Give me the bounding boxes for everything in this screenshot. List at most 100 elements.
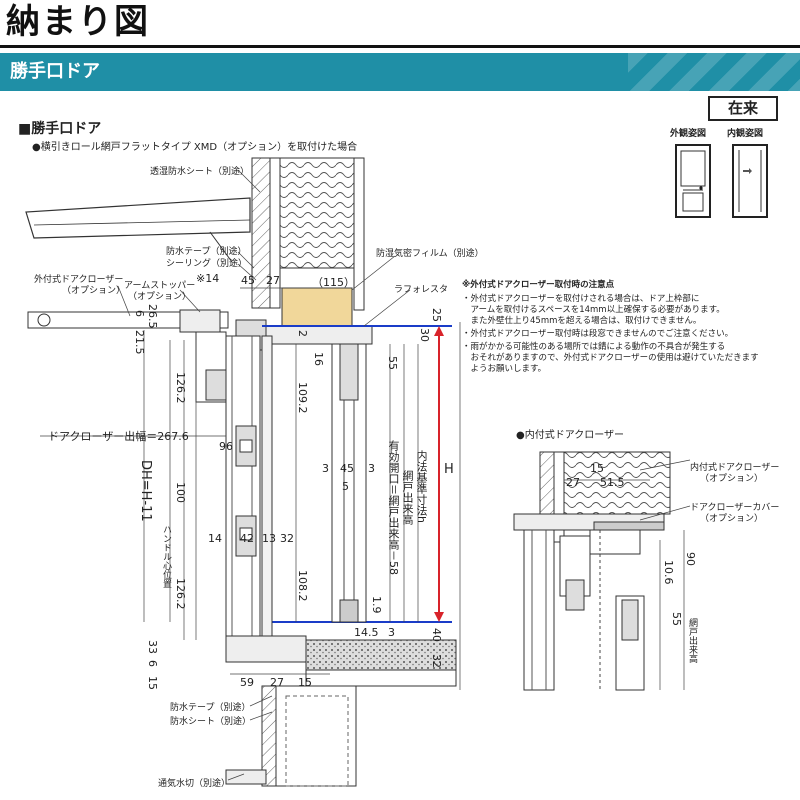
dim-3c: 3 — [388, 626, 395, 639]
inner-dim-55: 55 — [670, 612, 683, 626]
section-subtitle: ●横引きロール網戸フラットタイプ XMD（オプション）を取付けた場合 — [32, 142, 358, 153]
dim-42: 42 — [240, 532, 254, 545]
closer-cover-label: ドアクローザーカバー — [690, 503, 780, 513]
label-closer-projection: ドアクローザー出幅＝267.6 — [48, 430, 189, 443]
label-rafuresta: ラフォレスタ — [394, 285, 449, 295]
dim-15a: 15 — [146, 676, 159, 690]
note-line: ・雨がかかる可能性のある場所では錆による動作の不具合が発生する — [462, 342, 726, 352]
dim-126-2a: 126.2 — [174, 372, 187, 404]
dim-45: 45 — [241, 274, 255, 287]
interior-elevation-icon — [732, 144, 768, 218]
dim-26-5: 26.5 — [146, 304, 159, 329]
dim-59: 59 — [240, 676, 254, 689]
inner-closer-title: ●内付式ドアクローザー — [516, 430, 625, 441]
construction-type-badge: 在来 — [708, 96, 778, 121]
label-waterproof-tape-bottom: 防水テープ（別途） — [170, 703, 251, 713]
dim-6b: 6 — [146, 660, 159, 667]
inner-dim-90: 90 — [684, 552, 697, 566]
dim-32: 32 — [280, 532, 294, 545]
dim-40: 40 — [430, 628, 443, 642]
lower-wall — [225, 685, 357, 787]
exterior-elevation-icon — [675, 144, 711, 218]
label-waterproof-tape-top: 防水テープ（別途） — [166, 247, 247, 257]
dim-32b: 32 — [430, 654, 443, 668]
label-vapor-film: 防湿気密フィルム（別途） — [376, 249, 484, 259]
note-line: ・外付式ドアクローザーを取付けされる場合は、ドア上枠部に — [462, 294, 700, 304]
dim-33: 33 — [146, 640, 159, 654]
dim-108-2: 108.2 — [296, 570, 309, 602]
dim-2: 2 — [296, 330, 309, 337]
page-title: 納まり図 — [6, 2, 150, 42]
section-banner: 勝手口ドア — [0, 53, 800, 91]
label-waterproof-sheet: 防水シート（別途） — [170, 717, 252, 727]
inner-closer-label: 内付式ドアクローザー — [690, 463, 780, 473]
label-effective-opening: 有効開口＝網戸出来高－58 — [387, 440, 400, 575]
section-title: ■勝手口ドア — [18, 121, 102, 137]
inner-closer-option: （オプション） — [700, 474, 764, 484]
dim-21-5: 21.5 — [133, 330, 146, 355]
dim-100: 100 — [174, 482, 187, 503]
label-screen-height: 網戸出来高 — [401, 470, 414, 525]
dim-16: 16 — [312, 352, 325, 366]
label-option-1: （オプション） — [62, 286, 126, 296]
door-sill — [225, 635, 457, 687]
canopy — [25, 197, 251, 263]
label-arm-stopper: アームストッパー — [124, 281, 196, 291]
leader-lines — [117, 169, 411, 781]
banner-stripe-decoration — [628, 53, 800, 91]
dim-6a: 6 — [133, 310, 146, 317]
exterior-view-label: 外観姿図 — [670, 129, 707, 139]
label-breathable-sheet: 透湿防水シート（別途） — [150, 167, 250, 177]
note-14: ※14 — [196, 272, 220, 285]
dim-1-9: 1.9 — [370, 596, 383, 614]
notes-title: ※外付式ドアクローザー取付時の注意点 — [462, 280, 615, 290]
dim-27b: 27 — [270, 676, 284, 689]
dim-3a: 3 — [322, 462, 329, 475]
dim-14-5: 14.5 — [354, 626, 379, 639]
title-divider — [0, 45, 800, 48]
door-closer — [27, 309, 229, 403]
note-line: ・外付式ドアクローザー取付時は段窓できませんのでご注意ください。 — [462, 329, 734, 339]
inner-dim-51-5: 51.5 — [600, 476, 625, 489]
dim-3b: 3 — [368, 462, 375, 475]
closer-cover-option: （オプション） — [700, 514, 764, 524]
dim-25: 25 — [430, 308, 443, 322]
label-sealing: シーリング（別途） — [166, 259, 248, 269]
inner-dim-10-6: 10.6 — [662, 560, 675, 585]
inner-dim-27: 27 — [566, 476, 580, 489]
roll-screen — [331, 343, 367, 623]
label-handle-center: ハンドル心位置 — [161, 525, 171, 588]
door-leaf — [225, 335, 273, 637]
label-door-closer-ext: 外付式ドアクローザー — [34, 275, 124, 285]
h-dimension-arrow — [434, 326, 444, 622]
dim-55: 55 — [386, 356, 399, 370]
interior-view-label: 内観姿図 — [727, 129, 764, 139]
label-drain: 通気水切（別途） — [158, 779, 231, 789]
inner-closer-detail — [513, 451, 691, 691]
banner-title: 勝手口ドア — [10, 61, 100, 82]
dim-96: 96 — [219, 440, 233, 453]
note-line: また外壁仕上り45mmを超える場合は、取付けできません。 — [462, 316, 702, 326]
label-h: H — [444, 462, 454, 477]
dim-13: 13 — [262, 532, 276, 545]
inner-dim-15: 15 — [590, 462, 604, 475]
note-line: おそれがありますので、外付式ドアクローザーの使用は避けていただきます — [462, 353, 759, 363]
note-line: アームを取付けるスペースを14mm以上確保する必要があります。 — [462, 305, 725, 315]
dimension-lines — [40, 287, 461, 690]
dim-14: 14 — [208, 532, 222, 545]
dim-115: （115） — [312, 276, 355, 289]
dim-15b: 15 — [298, 676, 312, 689]
note-line: ようお願いします。 — [462, 364, 547, 374]
exterior-wall — [251, 157, 365, 311]
label-option-2: （オプション） — [128, 292, 192, 302]
inner-screen-height: 網戸出来高 — [687, 618, 697, 663]
dim-30: 30 — [418, 328, 431, 342]
dim-126-2b: 126.2 — [174, 578, 187, 610]
dim-5: 5 — [342, 480, 349, 493]
dim-109-2: 109.2 — [296, 382, 309, 414]
label-dh: DH=H-11 — [138, 460, 153, 522]
dim-45b: 45 — [340, 462, 354, 475]
dim-27: 27 — [266, 274, 280, 287]
label-inner-dim: 内法基準寸法h — [415, 450, 428, 523]
